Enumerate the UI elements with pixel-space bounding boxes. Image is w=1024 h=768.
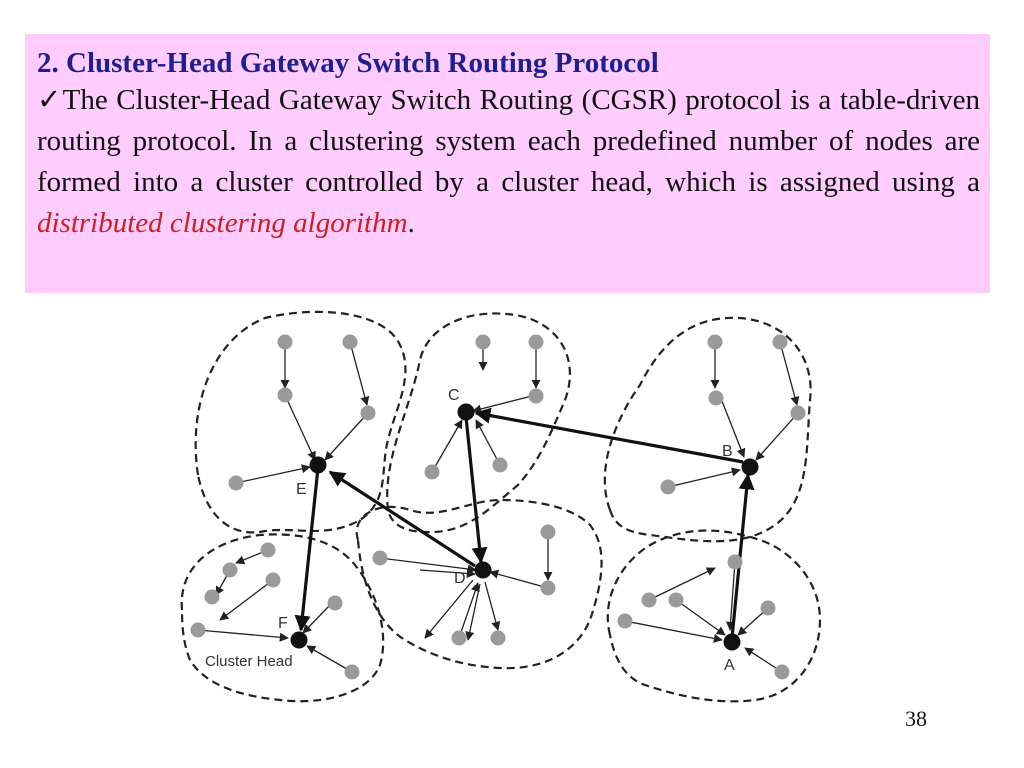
edge xyxy=(284,394,316,461)
edge xyxy=(624,620,723,643)
member-node xyxy=(774,664,790,680)
member-node xyxy=(265,572,281,588)
edge xyxy=(302,604,331,634)
edge-b-c xyxy=(474,407,744,464)
member-node xyxy=(342,334,358,350)
member-node xyxy=(528,388,544,404)
edge xyxy=(484,581,501,631)
member-node xyxy=(222,562,238,578)
member-node xyxy=(327,595,343,611)
edge xyxy=(472,395,533,414)
cluster-head-e xyxy=(309,456,327,474)
member-node xyxy=(451,630,467,646)
member-node xyxy=(540,524,556,540)
cluster-c-boundary xyxy=(386,312,571,534)
member-node xyxy=(708,390,724,406)
edge xyxy=(419,568,476,578)
cluster-f-boundary xyxy=(180,533,385,703)
member-node xyxy=(260,542,276,558)
edge xyxy=(675,599,726,636)
member-node xyxy=(360,405,376,421)
cluster-a-boundary xyxy=(606,529,822,703)
member-node xyxy=(475,334,491,350)
edge xyxy=(719,395,746,458)
cluster-head-f xyxy=(290,631,308,649)
cluster-head-c xyxy=(457,403,475,421)
member-node xyxy=(528,334,544,350)
member-node xyxy=(772,334,788,350)
label-e: E xyxy=(296,481,307,498)
edge xyxy=(431,419,463,473)
cluster-b-boundary xyxy=(603,316,812,543)
member-nodes xyxy=(190,334,806,680)
member-node xyxy=(492,457,508,473)
edge xyxy=(324,412,369,461)
member-node xyxy=(707,334,723,350)
checkmark-icon: ✓ xyxy=(37,84,63,116)
member-node xyxy=(204,589,220,605)
cluster-d-boundary xyxy=(355,498,603,670)
edge xyxy=(349,341,370,406)
edge xyxy=(197,629,289,642)
slide-number: 38 xyxy=(905,706,927,731)
edge xyxy=(489,569,549,589)
edge xyxy=(779,341,800,406)
member-node xyxy=(641,592,657,608)
edge xyxy=(475,419,501,466)
member-node xyxy=(668,592,684,608)
cluster-head-b xyxy=(741,458,759,476)
edge xyxy=(755,412,799,461)
edge-e-f xyxy=(294,467,320,632)
cluster-head-d xyxy=(474,561,492,579)
member-node xyxy=(790,405,806,421)
member-node xyxy=(228,475,244,491)
label-d: D xyxy=(454,570,466,587)
edge xyxy=(458,582,480,639)
member-node xyxy=(372,550,388,566)
label-b: B xyxy=(722,443,733,460)
cluster-heads xyxy=(290,403,759,651)
edge xyxy=(235,464,311,484)
paragraph-end: . xyxy=(407,207,415,239)
edge xyxy=(219,579,274,621)
edge xyxy=(379,557,477,574)
cluster-head-a xyxy=(723,633,741,651)
member-node xyxy=(344,664,360,680)
member-node xyxy=(490,630,506,646)
paragraph-text: The Cluster-Head Gateway Switch Routing … xyxy=(37,84,980,198)
member-node xyxy=(277,334,293,350)
member-node xyxy=(760,600,776,616)
description-box: 2. Cluster-Head Gateway Switch Routing P… xyxy=(25,34,990,293)
label-c: C xyxy=(448,387,460,404)
edge-d-e xyxy=(328,470,476,568)
member-node xyxy=(190,622,206,638)
label-cluster-head: Cluster Head xyxy=(205,653,293,670)
edge xyxy=(667,467,741,488)
edge xyxy=(726,561,736,631)
head-edges xyxy=(294,407,755,639)
cluster-e-boundary xyxy=(194,310,407,534)
cluster-boundaries xyxy=(180,310,822,703)
edge xyxy=(424,579,474,639)
member-node xyxy=(617,613,633,629)
member-node xyxy=(424,464,440,480)
label-f: F xyxy=(278,615,288,632)
edge xyxy=(306,645,353,673)
member-node xyxy=(277,387,293,403)
member-node xyxy=(727,554,743,570)
edge-c-d xyxy=(464,416,488,564)
edge xyxy=(648,567,716,601)
member-node xyxy=(540,580,556,596)
edge xyxy=(465,583,481,641)
slide-paragraph: ✓The Cluster-Head Gateway Switch Routing… xyxy=(37,80,980,244)
member-node xyxy=(660,479,676,495)
cgsr-cluster-diagram: C B E D F A Cluster Head xyxy=(180,310,822,703)
paragraph-highlight: distributed clustering algorithm xyxy=(37,207,408,239)
label-a: A xyxy=(724,657,735,674)
slide-heading: 2. Cluster-Head Gateway Switch Routing P… xyxy=(37,47,659,79)
